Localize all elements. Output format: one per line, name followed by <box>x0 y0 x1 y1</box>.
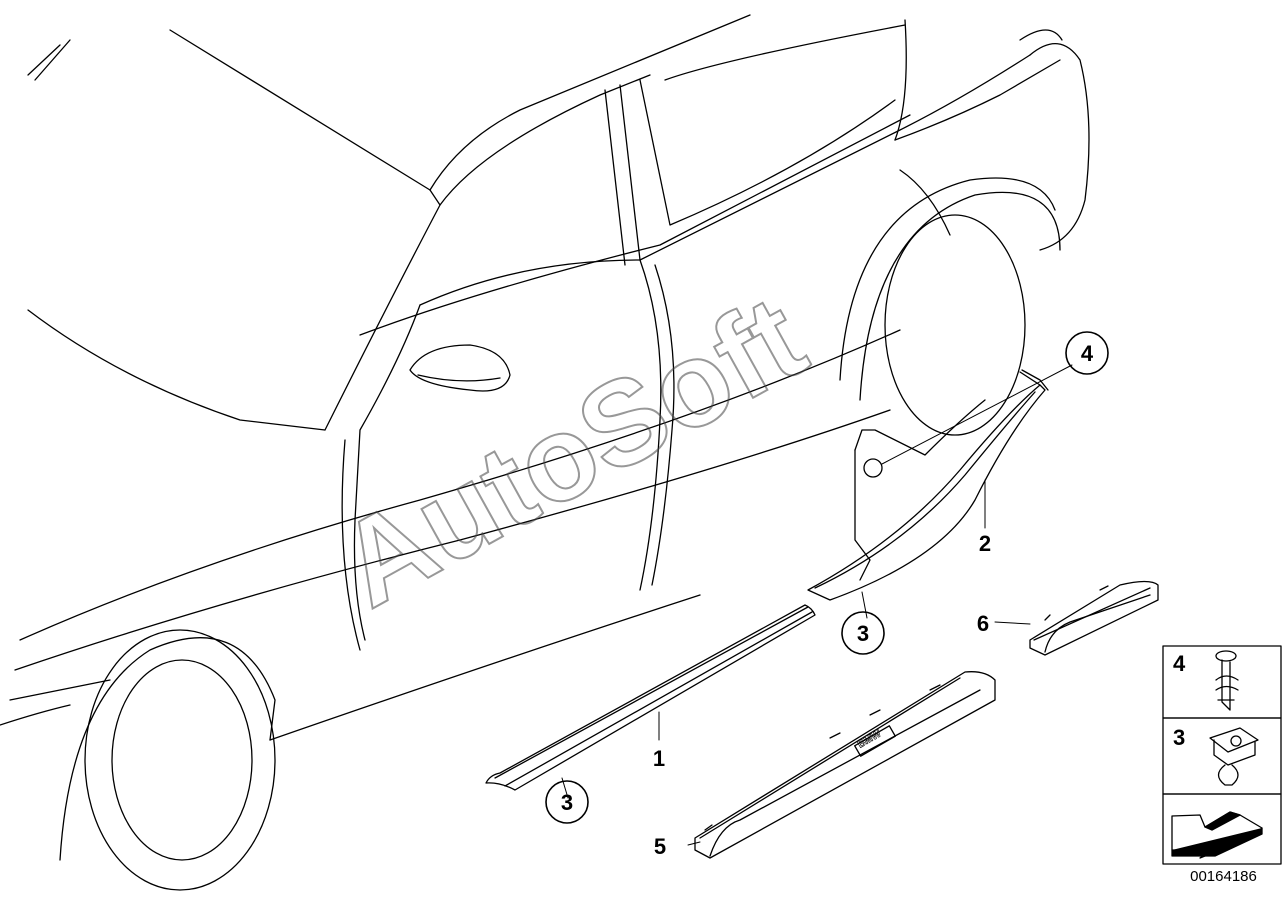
part-2-rear-trim[interactable] <box>807 369 1049 601</box>
car-outline <box>0 14 1090 891</box>
watermark: AutoSoft <box>318 270 826 633</box>
legend-label-3: 3 <box>1173 725 1185 750</box>
callout-4-label: 4 <box>1081 341 1094 366</box>
part-label-1: 1 <box>653 746 665 771</box>
callout-3-upper-label: 3 <box>857 621 869 646</box>
callout-3-lower-label: 3 <box>561 790 573 815</box>
part-5-entrance-cover-front[interactable] <box>694 671 996 859</box>
part-label-2: 2 <box>979 531 991 556</box>
clip-icon <box>1209 727 1259 786</box>
part-6-entrance-cover-rear[interactable] <box>1029 580 1159 656</box>
part-label-6: 6 <box>977 611 989 636</box>
leader-lines <box>561 364 1073 846</box>
direction-arrow-icon <box>1171 811 1263 859</box>
legend-panel <box>1162 645 1282 865</box>
legend-label-4: 4 <box>1173 651 1186 676</box>
diagram-id: 00164186 <box>1190 868 1257 885</box>
callout-3-lower-circle[interactable] <box>545 780 589 824</box>
callout-4-circle[interactable] <box>1065 331 1109 375</box>
callout-3-upper-circle[interactable] <box>841 611 885 655</box>
expanding-rivet-icon <box>1215 650 1239 711</box>
part-1-sill-moulding[interactable] <box>485 604 816 791</box>
part-label-5: 5 <box>654 834 666 859</box>
